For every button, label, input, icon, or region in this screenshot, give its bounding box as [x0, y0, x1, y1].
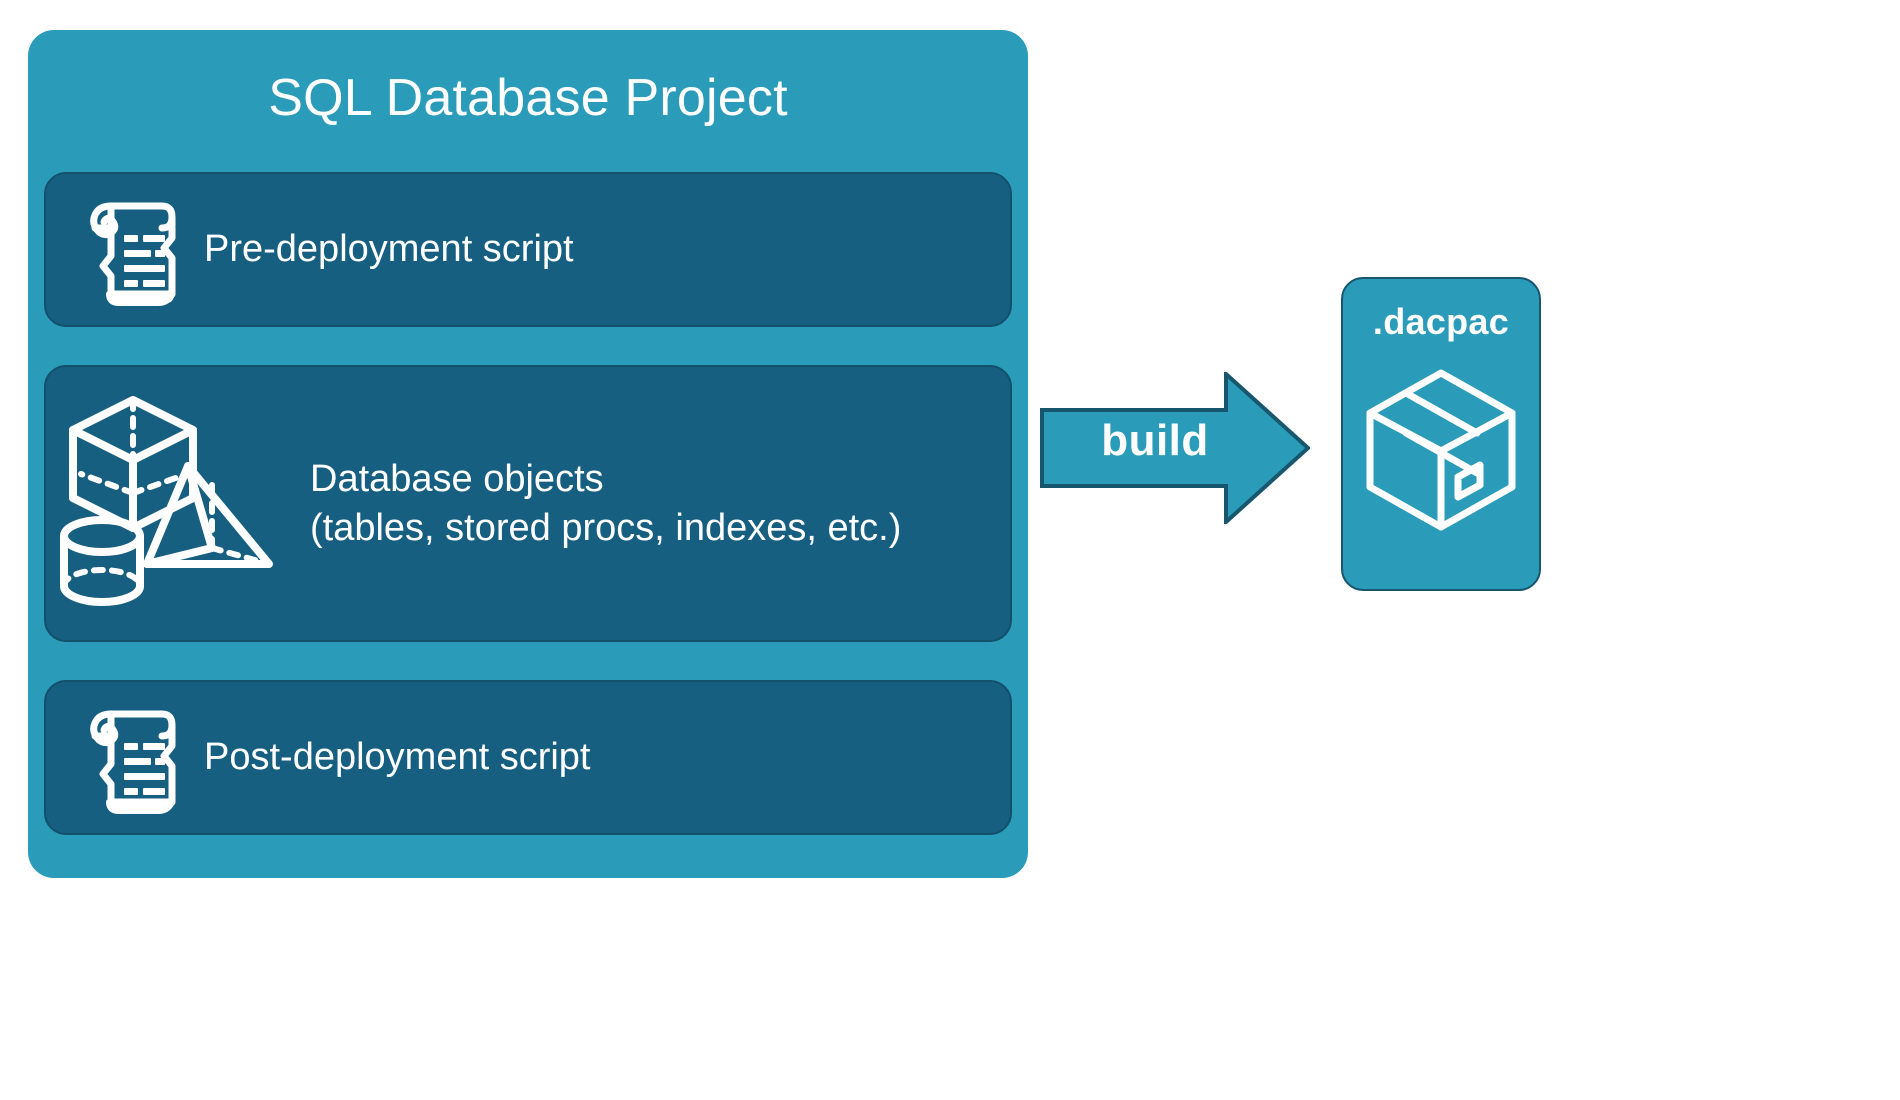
page-title: SQL Database Project [268, 69, 788, 127]
sql-database-project-container: SQL Database Project [28, 30, 1028, 878]
package-box-icon [1366, 369, 1516, 531]
pyramid-hidden-edges [209, 479, 272, 567]
panel-pre-deployment[interactable]: Pre-deployment script [44, 172, 1012, 327]
three-d-shapes-icon-slot [50, 388, 310, 620]
panel-post-deployment[interactable]: Post-deployment script [44, 680, 1012, 835]
panel-label-post-deployment: Post-deployment script [204, 736, 591, 779]
cylinder-hidden-edge [61, 566, 143, 589]
panel-label-database-objects: Database objects (tables, stored procs, … [310, 457, 902, 549]
panel-database-objects[interactable]: Database objects (tables, stored procs, … [44, 365, 1012, 642]
scroll-icon [90, 710, 176, 814]
scroll-text-lines [124, 234, 165, 287]
three-d-shapes-icon [60, 395, 273, 606]
cube-hidden-edges [78, 396, 190, 496]
package-label-icon [1454, 461, 1484, 501]
scroll-icon-slot-2 [54, 702, 204, 814]
scroll-icon [90, 202, 176, 306]
dacpac-output-card[interactable]: .dacpac [1341, 277, 1541, 591]
build-arrow-icon [1040, 372, 1310, 524]
dacpac-title: .dacpac [1372, 301, 1510, 342]
scroll-text-lines [124, 742, 165, 795]
panel-label-pre-deployment: Pre-deployment script [204, 228, 574, 271]
scroll-icon-slot [54, 194, 204, 306]
cylinder-icon [60, 515, 144, 606]
